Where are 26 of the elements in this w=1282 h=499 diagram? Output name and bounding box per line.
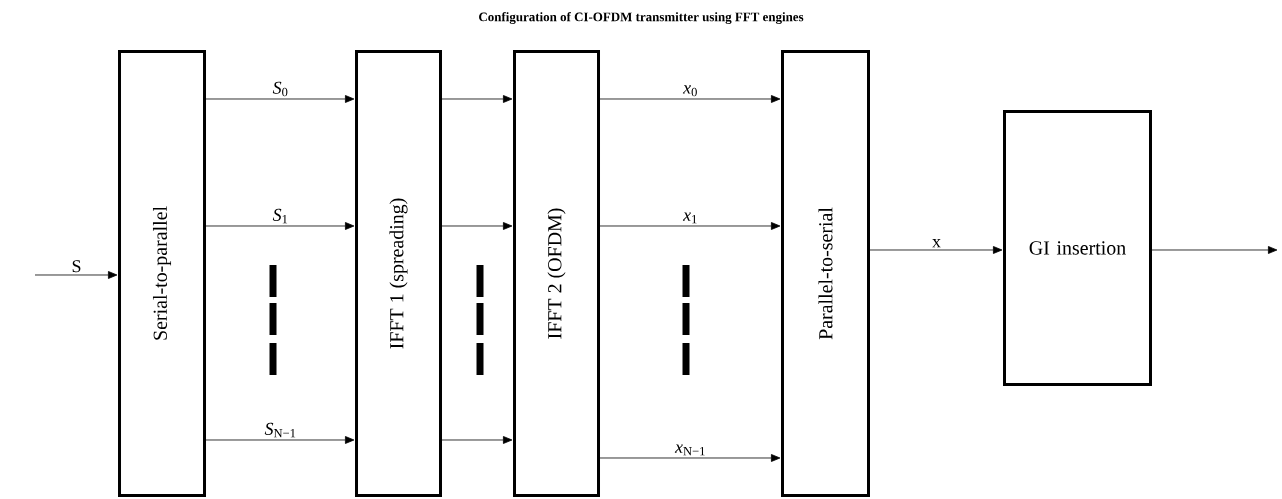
arrow	[599, 95, 781, 103]
arrow	[869, 246, 1003, 254]
process-box: IFFT 2 (OFDM)	[513, 50, 600, 497]
arrow	[599, 454, 781, 462]
edge-label: x$_{0}$	[681, 83, 700, 98]
arrow	[1151, 246, 1278, 254]
process-box: Serial-to-parallel	[118, 50, 206, 497]
edge-label: x$_{1}$	[681, 211, 700, 225]
arrow	[441, 95, 513, 103]
arrow	[205, 436, 355, 444]
edge-label: S	[70, 258, 83, 274]
arrow	[34, 271, 118, 279]
process-box: GI insertion	[1003, 110, 1152, 386]
arrow	[441, 222, 513, 230]
arrow	[205, 222, 355, 230]
edge-label: S$_{N−1}$	[263, 421, 298, 439]
arrow	[441, 436, 513, 444]
edge-label: x	[930, 237, 943, 249]
process-box: IFFT 1 (spreading)	[355, 50, 442, 497]
arrow	[205, 95, 355, 103]
arrow	[599, 222, 781, 230]
edge-label: x$_{N−1}$	[673, 443, 708, 457]
edge-label: S$_{1}$	[271, 207, 290, 225]
edge-label: S$_{0}$	[271, 80, 290, 98]
process-box: Parallel-to-serial	[781, 50, 870, 497]
title: Configuration of CI-OFDM transmitter using FFT engines	[479, 12, 804, 24]
